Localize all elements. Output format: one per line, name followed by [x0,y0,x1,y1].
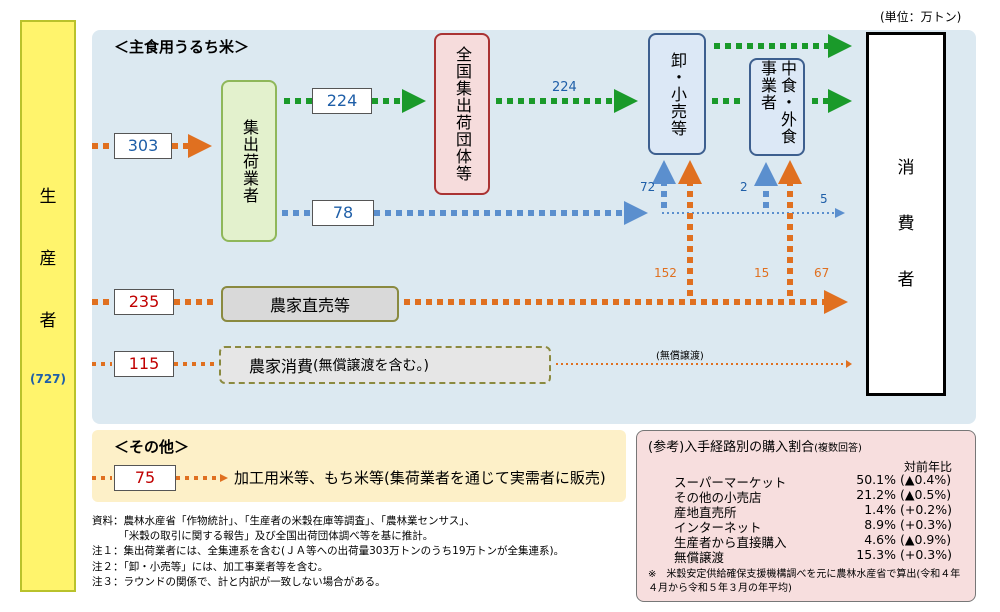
consumer-char-1: 消 [897,158,915,178]
reference-row-change: (▲0.4%) [900,472,952,487]
reference-row: 生産者から直接購入 4.6% (▲0.9%) [674,532,964,550]
reference-row-pct: 8.9% [864,517,896,532]
reference-title-text: (参考)入手経路別の購入割合 [648,440,815,455]
node-zenkoku: 全国集出荷団体等 [434,33,490,195]
value-15: 15 [754,266,770,280]
producer-box: 生 産 者 (727) [20,20,76,592]
reference-row: その他の小売店 21.2% (▲0.5%) [674,487,964,505]
producer-char-3: 者 [39,311,57,331]
reference-yoy-header: 対前年比 [904,460,953,474]
reference-row-label: 生産者から直接購入 [674,535,787,550]
reference-row-change: (+0.3%) [900,517,952,532]
value-75: 75 [114,465,176,491]
reference-row-change: (▲0.5%) [900,487,952,502]
self-consume-box: 農家消費 (無償譲渡を含む。) [219,346,551,384]
value-152: 152 [654,266,677,280]
value-78: 78 [312,200,374,226]
other-rice-panel [92,430,626,502]
note-line: 「米穀の取引に関する報告」及び全国出荷団体調べ等を基に推計。 [92,530,434,543]
muso-label: (無償譲渡) [656,351,704,362]
value-224b: 224 [552,80,577,95]
reference-row: 無償譲渡 15.3% (+0.3%) [674,547,964,565]
reference-row-pct: 15.3% [856,547,896,562]
node-chushoku: 中食・外食事業者 [749,58,805,156]
node-shuka: 集出荷業者 [221,80,277,242]
direct-sale-label: 農家直売等 [269,296,350,315]
reference-title: (参考)入手経路別の購入割合(複数回答) [648,436,862,455]
reference-panel [636,430,976,602]
value-72: 72 [640,180,656,194]
consumer-char-3: 者 [897,270,915,290]
reference-row: インターネット 8.9% (+0.3%) [674,517,964,535]
reference-row-label: その他の小売店 [674,490,762,505]
direct-sale-box: 農家直売等 [221,286,399,322]
other-text: 加工用米等、もち米等(集荷業者を通じて実需者に販売) [234,469,606,487]
value-115: 115 [114,351,174,377]
note-line: 資料：農林水産省「作物統計」、「生産者の米穀在庫等調査」、「農林業センサス」、 [92,515,476,527]
value-2: 2 [740,180,748,194]
value-67: 67 [814,266,830,280]
consumer-char-2: 費 [897,214,915,234]
value-235: 235 [114,289,174,315]
reference-row-pct: 4.6% [864,532,896,547]
reference-row-change: (▲0.9%) [900,532,952,547]
reference-row: 産地直売所 1.4% (+0.2%) [674,502,964,520]
note-line: 注３：ラウンドの関係で、計と内訳が一致しない場合がある。 [92,575,386,588]
self-consume-sub: (無償譲渡を含む。) [313,358,429,374]
note-line: 注１：集出荷業者には、全集連系を含む(ＪＡ等への出荷量303万トンのうち19万ト… [92,545,565,558]
reference-row: スーパーマーケット 50.1% (▲0.4%) [674,472,964,490]
unit-label: (単位：万トン) [880,10,962,24]
value-224a: 224 [312,88,372,114]
node-oroshi: 卸・小売等 [648,33,706,155]
producer-char-2: 産 [39,249,57,269]
reference-row-pct: 50.1% [856,472,896,487]
reference-row-change: (+0.2%) [900,502,952,517]
consumer-box: 消 費 者 [866,32,946,396]
reference-row-pct: 1.4% [864,502,896,517]
reference-row-label: スーパーマーケット [674,475,787,490]
reference-row-label: 産地直売所 [674,505,737,520]
reference-row-pct: 21.2% [856,487,896,502]
value-5: 5 [820,192,828,206]
reference-row-change: (+0.3%) [900,547,952,562]
main-panel-title: ＜主食用うるち米＞ [114,38,250,56]
reference-row-label: インターネット [674,520,762,535]
reference-note: ※ 米穀安定供給確保支援機構調べを元に農林水産省で算出(令和４年４月から令和５年… [648,569,961,594]
other-panel-title: ＜その他＞ [114,438,190,456]
reference-row-label: 無償譲渡 [674,550,725,565]
note-line: 注２：「卸・小売等」には、加工事業者等を含む。 [92,560,329,573]
value-303: 303 [114,133,172,159]
producer-char-1: 生 [39,187,57,207]
producer-total: (727) [29,372,67,386]
source-notes: 資料：農林水産省「作物統計」、「生産者の米穀在庫等調査」、「農林業センサス」、 … [92,514,564,590]
self-consume-label: 農家消費 [249,357,314,376]
reference-title-note: (複数回答) [814,443,862,454]
